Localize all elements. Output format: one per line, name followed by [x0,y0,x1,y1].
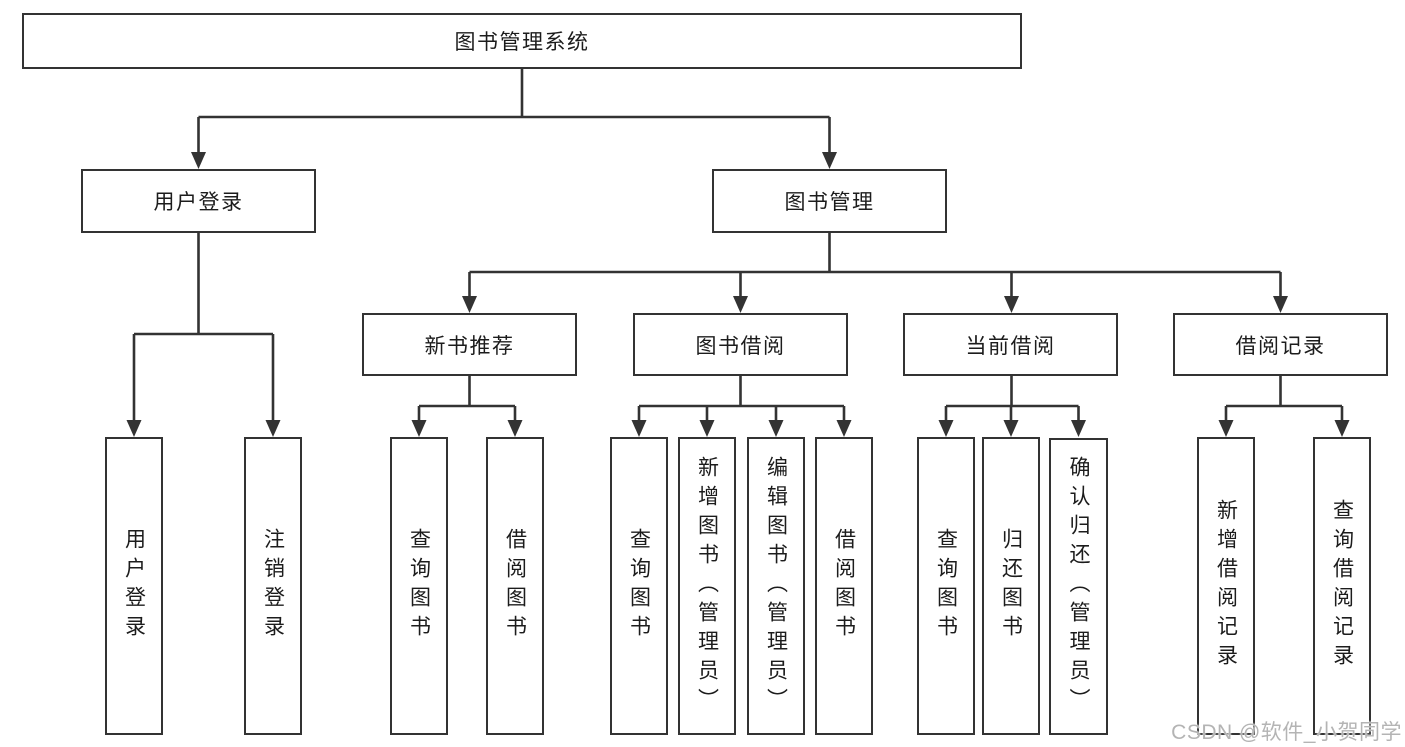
leaf-label: 归还图书 [999,528,1023,644]
leaf-add-borrow-record: 新增借阅记录 [1197,437,1255,735]
leaf-borrow-books-recommend: 借阅图书 [486,437,544,735]
node-label: 新书推荐 [424,334,515,358]
node-label: 图书管理系统 [454,31,590,54]
leaf-label: 新增图书（管理员） [695,455,719,717]
watermark: CSDN @软件_小贺同学 [1171,721,1402,744]
node-label: 当前借阅 [965,334,1056,358]
node-user-login: 用户登录 [81,169,316,233]
leaf-label: 查询图书 [627,528,651,644]
leaf-return-book: 归还图书 [982,437,1040,735]
leaf-logout: 注销登录 [244,437,302,735]
leaf-query-borrow-record: 查询借阅记录 [1313,437,1371,735]
leaf-user-login: 用户登录 [105,437,163,735]
node-current-borrowing: 当前借阅 [903,313,1118,376]
leaf-label: 查询图书 [934,528,958,644]
leaf-add-book-admin: 新增图书（管理员） [678,437,736,735]
leaf-query-books-borrowing: 查询图书 [610,437,668,735]
node-book-management: 图书管理 [712,169,947,233]
leaf-label: 借阅图书 [832,528,856,644]
node-label: 图书管理 [784,191,875,214]
leaf-label: 确认归还（管理员） [1067,456,1090,717]
leaf-label: 借阅图书 [503,528,527,644]
node-label: 借阅记录 [1235,334,1326,358]
node-label: 用户登录 [153,191,244,214]
leaf-label: 查询借阅记录 [1330,499,1354,673]
leaf-borrow-books: 借阅图书 [815,437,873,735]
leaf-label: 编辑图书（管理员） [764,455,788,717]
node-borrow-records: 借阅记录 [1173,313,1388,376]
leaf-confirm-return-admin: 确认归还（管理员） [1049,438,1108,735]
node-library-management-system: 图书管理系统 [22,13,1022,69]
leaf-edit-book-admin: 编辑图书（管理员） [747,437,805,735]
node-label: 图书借阅 [695,334,786,358]
leaf-query-books-current: 查询图书 [917,437,975,735]
leaf-label: 注销登录 [261,528,285,644]
leaf-label: 新增借阅记录 [1214,499,1238,673]
node-book-borrowing: 图书借阅 [633,313,848,376]
leaf-label: 查询图书 [407,528,431,644]
leaf-label: 用户登录 [122,528,146,644]
node-new-book-recommend: 新书推荐 [362,313,577,376]
leaf-query-books-recommend: 查询图书 [390,437,448,735]
